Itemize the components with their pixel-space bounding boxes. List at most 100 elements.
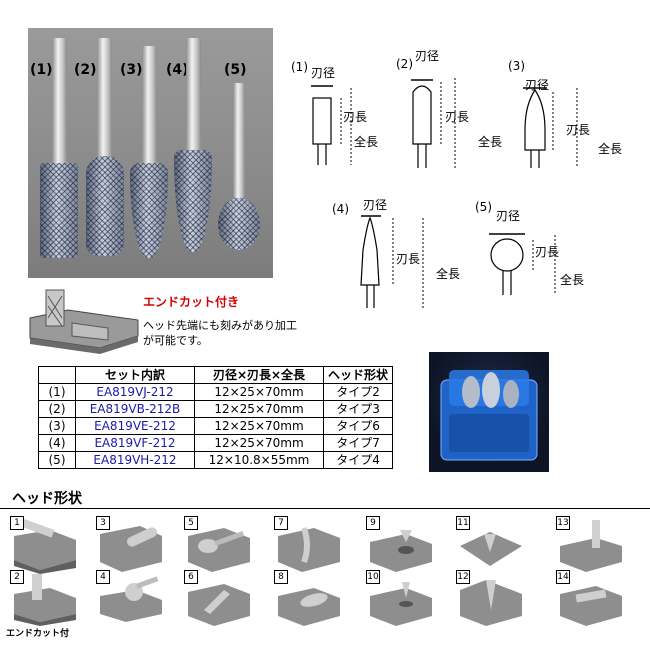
row-type: タイプ3: [322, 400, 394, 418]
head-shapes-divider: [0, 508, 650, 509]
tile-number: 6: [184, 570, 198, 584]
row-dim: 12×25×70mm: [194, 383, 324, 401]
diagram-1-dia: 刃径: [311, 66, 336, 80]
row-dim: 12×25×70mm: [194, 400, 324, 418]
diagram-4-dia: 刃径: [363, 198, 388, 212]
diagram-1-blade: 刃長: [343, 110, 368, 124]
table-row: (3) EA819VE-212 12×25×70mm タイプ6: [38, 417, 394, 435]
row-num: (1): [38, 383, 76, 401]
table-row: (4) EA819VF-212 12×25×70mm タイプ7: [38, 434, 394, 452]
photo-label-5: (5): [224, 62, 247, 78]
row-type: タイプ7: [322, 434, 394, 452]
head-shape-tile-1: 1: [10, 516, 78, 574]
set-case-photo: [429, 352, 549, 472]
diagram-1-head: [312, 97, 332, 145]
photo-label-3: (3): [120, 62, 143, 78]
tile-number: 14: [556, 570, 570, 584]
endcut-illustration: [29, 289, 139, 354]
diagram-3-head: [524, 88, 546, 151]
head-shape-tile-7: 7: [274, 516, 342, 574]
tile-number: 1: [10, 516, 24, 530]
head-shape-tile-3: 3: [96, 516, 164, 574]
row-code: EA819VJ-212: [75, 383, 195, 401]
photo-label-4: (4): [166, 62, 189, 78]
row-num: (2): [38, 400, 76, 418]
diagram-5-dia: 刃径: [496, 209, 521, 223]
diagram-4-num: (4): [332, 202, 349, 216]
bur-3-shank: [142, 46, 157, 171]
bur-2-head: [86, 156, 124, 256]
tile-number: 7: [274, 516, 288, 530]
row-code: EA819VB-212B: [75, 400, 195, 418]
row-type: タイプ6: [322, 417, 394, 435]
row-num: (3): [38, 417, 76, 435]
bur-2-shank: [97, 38, 112, 163]
diagram-1-total: 全長: [354, 135, 379, 149]
bur-4-head: [174, 150, 212, 252]
row-code: EA819VE-212: [75, 417, 195, 435]
diagram-5-blade: 刃長: [535, 245, 560, 259]
table-header-num: [38, 366, 76, 384]
bur-5-head: [218, 198, 260, 250]
row-type: タイプ4: [322, 451, 394, 469]
row-num: (4): [38, 434, 76, 452]
product-photo: (1) (2) (3) (4) (5): [28, 28, 273, 278]
row-dim: 12×25×70mm: [194, 434, 324, 452]
bur-1-head: [40, 163, 78, 258]
spec-table: セット内訳 刃径×刃長×全長 ヘッド形状 (1) EA819VJ-212 12×…: [38, 366, 394, 469]
head-shape-tile-10: 10: [366, 570, 434, 628]
tile-number: 2: [10, 570, 24, 584]
head-shapes-title: ヘッド形状: [12, 491, 82, 507]
diagram-2-total: 全長: [478, 135, 503, 149]
photo-label-2: (2): [74, 62, 97, 78]
head-shape-tile-13: 13: [556, 516, 624, 574]
bur-1-shank: [52, 38, 67, 168]
tile-number: 3: [96, 516, 110, 530]
head-shape-tile-5: 5: [184, 516, 252, 574]
table-header-set: セット内訳: [75, 366, 195, 384]
table-row: (5) EA819VH-212 12×10.8×55mm タイプ4: [38, 451, 394, 469]
diagram-3-total: 全長: [598, 142, 623, 156]
row-code: EA819VF-212: [75, 434, 195, 452]
row-dim: 12×10.8×55mm: [194, 451, 324, 469]
head-shape-tile-2: 2: [10, 570, 78, 628]
table-row: (1) EA819VJ-212 12×25×70mm タイプ2: [38, 383, 394, 401]
diagram-3-blade: 刃長: [566, 123, 591, 137]
tile-number: 13: [556, 516, 570, 530]
endcut-sub-label: エンドカット付: [6, 629, 70, 639]
diagram-4-head: [360, 216, 380, 286]
table-header-row: セット内訳 刃径×刃長×全長 ヘッド形状: [38, 366, 394, 384]
diagram-4-total: 全長: [436, 267, 461, 281]
row-num: (5): [38, 451, 76, 469]
row-type: タイプ2: [322, 383, 394, 401]
diagram-5-num: (5): [475, 200, 492, 214]
head-shape-tile-12: 12: [456, 570, 524, 628]
bur-5-shank: [233, 83, 245, 198]
row-code: EA819VH-212: [75, 451, 195, 469]
endcut-note: ヘッド先端にも刻みがあり加工が可能です。: [143, 319, 297, 347]
diagram-2-dia: 刃径: [415, 49, 440, 63]
head-shape-tile-6: 6: [184, 570, 252, 628]
diagram-3-num: (3): [508, 59, 525, 73]
diagram-2-head: [412, 85, 432, 145]
photo-label-1: (1): [30, 62, 53, 78]
bur-3-head: [130, 163, 168, 258]
head-shape-tile-8: 8: [274, 570, 342, 628]
dimension-diagrams: [311, 78, 578, 308]
diagram-1-num: (1): [291, 60, 308, 74]
head-shape-tile-9: 9: [366, 516, 434, 574]
diagram-5-total: 全長: [560, 273, 585, 287]
table-header-type: ヘッド形状: [322, 366, 394, 384]
diagram-5-head: [490, 238, 524, 272]
tile-number: 8: [274, 570, 288, 584]
row-dim: 12×25×70mm: [194, 417, 324, 435]
diagram-3-dia: 刃径: [525, 78, 550, 92]
table-header-dim: 刃径×刃長×全長: [194, 366, 324, 384]
bur-4-shank: [186, 38, 201, 158]
head-shape-tile-11: 11: [456, 516, 524, 574]
diagram-2-blade: 刃長: [445, 110, 470, 124]
table-row: (2) EA819VB-212B 12×25×70mm タイプ3: [38, 400, 394, 418]
diagram-2-num: (2): [396, 57, 413, 71]
head-shape-tile-14: 14: [556, 570, 624, 628]
diagram-4-blade: 刃長: [396, 252, 421, 266]
